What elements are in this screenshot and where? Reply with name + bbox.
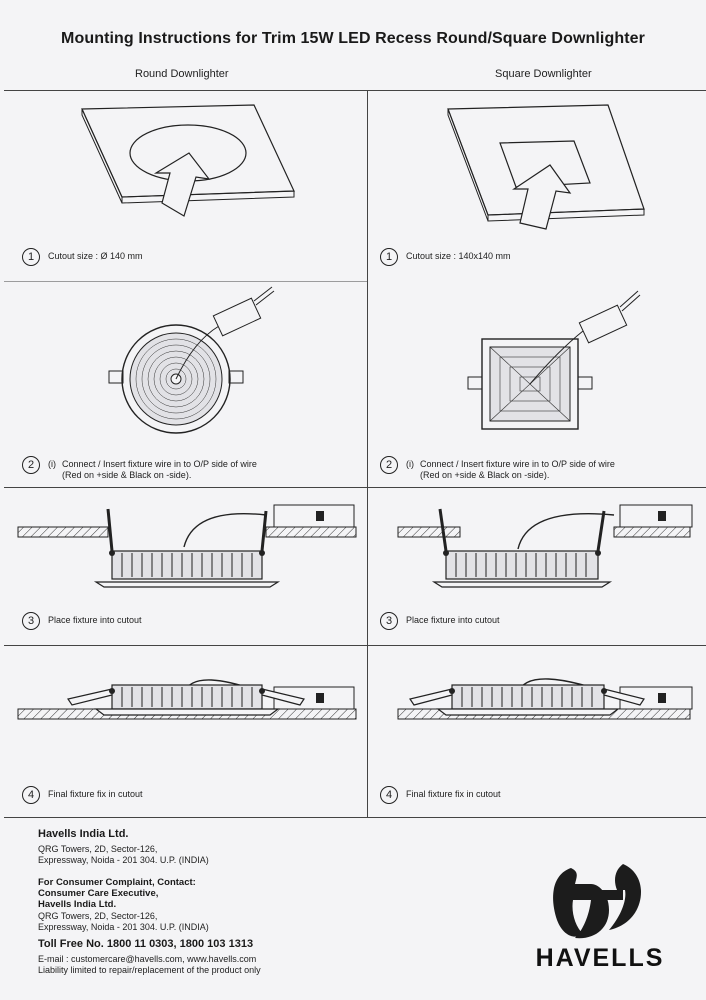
step1-square-cell: 1 Cutout size : 140x140 mm xyxy=(368,91,706,281)
page-title: Mounting Instructions for Trim 15W LED R… xyxy=(61,30,645,47)
step-text: Final fixture fix in cutout xyxy=(48,789,143,799)
step-prefix: (i) xyxy=(406,459,414,469)
company-address-line: Expressway, Noida - 201 304. U.P. (INDIA… xyxy=(38,855,209,865)
step4-square: 4 Final fixture fix in cutout xyxy=(380,786,501,804)
square-placement-illustration xyxy=(397,504,693,588)
complaint-line: Havells India Ltd. xyxy=(38,899,117,910)
step-text: Place fixture into cutout xyxy=(406,615,500,625)
step-text-2: (Red on +side & Black on -side). xyxy=(420,470,550,480)
step1-square: 1 Cutout size : 140x140 mm xyxy=(380,248,511,266)
round-placement-illustration xyxy=(17,504,357,588)
havells-logo-icon xyxy=(553,864,641,939)
step-number: 4 xyxy=(22,786,40,804)
step4-round: 4 Final fixture fix in cutout xyxy=(22,786,143,804)
complaint-line: For Consumer Complaint, Contact: xyxy=(38,877,196,888)
step-text: Final fixture fix in cutout xyxy=(406,789,501,799)
step4-round-cell: 4 Final fixture fix in cutout xyxy=(4,645,367,819)
step3-square-cell: 3 Place fixture into cutout xyxy=(368,487,706,645)
complaint-address-line: Expressway, Noida - 201 304. U.P. (INDIA… xyxy=(38,922,209,932)
step-number: 2 xyxy=(380,456,398,474)
square-final-illustration xyxy=(397,678,693,720)
complaint-contact: For Consumer Complaint, Contact: Consume… xyxy=(38,877,196,910)
step-number: 1 xyxy=(380,248,398,266)
column-divider xyxy=(367,91,368,817)
step1-round-cell: 1 Cutout size : Ø 140 mm xyxy=(4,91,367,281)
step3-round: 3 Place fixture into cutout xyxy=(22,612,142,630)
column-heading-square: Square Downlighter xyxy=(495,68,592,80)
column-heading-round: Round Downlighter xyxy=(135,68,229,80)
round-wiring-illustration xyxy=(4,281,367,434)
liability-line: Liability limited to repair/replacement … xyxy=(38,965,261,975)
step2-round: 2 (i) Connect / Insert fixture wire in t… xyxy=(22,456,257,481)
square-wiring-illustration xyxy=(467,290,641,430)
round-cutout-illustration xyxy=(81,104,295,217)
toll-free-number: Toll Free No. 1800 11 0303, 1800 103 131… xyxy=(38,938,254,950)
step3-square: 3 Place fixture into cutout xyxy=(380,612,500,630)
step4-square-cell: 4 Final fixture fix in cutout xyxy=(368,645,706,819)
company-name: Havells India Ltd. xyxy=(38,828,129,840)
email-line: E-mail : customercare@havells.com, www.h… xyxy=(38,954,257,964)
instruction-grid: 1 Cutout size : Ø 140 mm 1 Cutout size :… xyxy=(4,90,706,818)
company-address-line: QRG Towers, 2D, Sector-126, xyxy=(38,844,158,854)
step-text: Cutout size : 140x140 mm xyxy=(406,251,511,261)
square-cutout-illustration xyxy=(447,104,645,230)
step-number: 3 xyxy=(380,612,398,630)
havells-wordmark: HAVELLS xyxy=(535,944,665,972)
row-divider xyxy=(4,487,706,488)
step-text-2: (Red on +side & Black on -side). xyxy=(62,470,192,480)
complaint-line: Consumer Care Executive, xyxy=(38,888,159,899)
step3-round-cell: 3 Place fixture into cutout xyxy=(4,487,367,645)
step-prefix: (i) xyxy=(48,459,56,469)
step-text: Connect / Insert fixture wire in to O/P … xyxy=(62,459,257,469)
step-number: 1 xyxy=(22,248,40,266)
contact-email: E-mail : customercare@havells.com, www.h… xyxy=(38,954,261,976)
havells-logo: HAVELLS xyxy=(505,860,695,980)
step-number: 2 xyxy=(22,456,40,474)
step-text: Place fixture into cutout xyxy=(48,615,142,625)
step-number: 3 xyxy=(22,612,40,630)
step2-square: 2 (i) Connect / Insert fixture wire in t… xyxy=(380,456,615,481)
step-text: Cutout size : Ø 140 mm xyxy=(48,251,143,261)
round-final-illustration xyxy=(4,645,367,720)
step-text: Connect / Insert fixture wire in to O/P … xyxy=(420,459,615,469)
step2-round-cell: 2 (i) Connect / Insert fixture wire in t… xyxy=(4,281,367,487)
step1-round: 1 Cutout size : Ø 140 mm xyxy=(22,248,143,266)
complaint-address-line: QRG Towers, 2D, Sector-126, xyxy=(38,911,158,921)
step-number: 4 xyxy=(380,786,398,804)
step2-square-cell: 2 (i) Connect / Insert fixture wire in t… xyxy=(368,281,706,487)
